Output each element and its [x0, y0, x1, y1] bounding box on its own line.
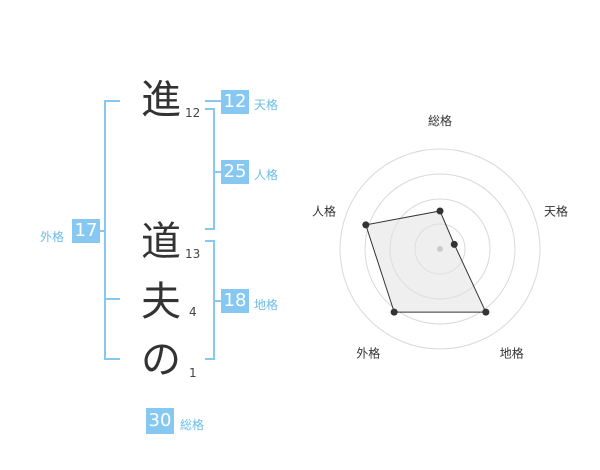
soukaku-value-badge: 30 — [146, 408, 174, 434]
chikaku-bracket-top — [205, 240, 215, 242]
tenkaku-value-badge: 12 — [221, 90, 249, 114]
jinkaku-value-badge: 25 — [221, 160, 249, 184]
radar-point-3 — [482, 308, 490, 316]
chikaku-bracket-stub — [213, 300, 221, 302]
gaikaku-bracket-stub — [98, 230, 106, 232]
radar-point-5 — [362, 221, 370, 229]
given-char-3: の — [141, 337, 181, 383]
soukaku-label: 総格 — [180, 418, 205, 432]
radar-center-dot — [437, 246, 443, 252]
radar-axis-label-1: 総格 — [428, 113, 452, 128]
tenkaku-label: 天格 — [254, 98, 279, 112]
gaikaku-label: 外格 — [40, 230, 65, 244]
surname-char-1: 進 — [141, 77, 181, 123]
jinkaku-bracket-vertical — [213, 108, 215, 230]
chikaku-value-badge: 18 — [221, 289, 249, 313]
gaikaku-bracket-mid — [104, 298, 120, 300]
jinkaku-bracket-bottom — [205, 228, 215, 230]
given-strokes-1: 13 — [185, 247, 201, 261]
given-strokes-2: 4 — [189, 305, 197, 319]
jinkaku-label: 人格 — [254, 168, 279, 182]
tenkaku-connector — [205, 100, 221, 102]
jinkaku-bracket-stub — [213, 171, 221, 173]
given-char-2: 夫 — [141, 279, 181, 325]
radar-point-2 — [450, 240, 458, 248]
jinkaku-bracket-top — [205, 108, 215, 110]
gaikaku-bracket-bottom — [104, 358, 120, 360]
surname-strokes-1: 12 — [185, 106, 201, 120]
gaikaku-bracket-top — [104, 100, 120, 102]
radar-axis-label-4: 外格 — [356, 346, 380, 361]
chikaku-bracket-bottom — [205, 358, 215, 360]
radar-axis-label-2: 天格 — [544, 203, 568, 218]
radar-axis-label-5: 人格 — [312, 203, 336, 218]
given-char-1: 道 — [141, 219, 181, 265]
radar-point-4 — [390, 308, 398, 316]
radar-data-polygon — [365, 210, 487, 313]
gaikaku-value-badge: 17 — [72, 219, 100, 243]
radar-point-1 — [436, 207, 444, 215]
radar-axis-label-3: 地格 — [500, 346, 524, 361]
given-strokes-3: 1 — [189, 366, 197, 380]
chikaku-label: 地格 — [254, 298, 279, 312]
